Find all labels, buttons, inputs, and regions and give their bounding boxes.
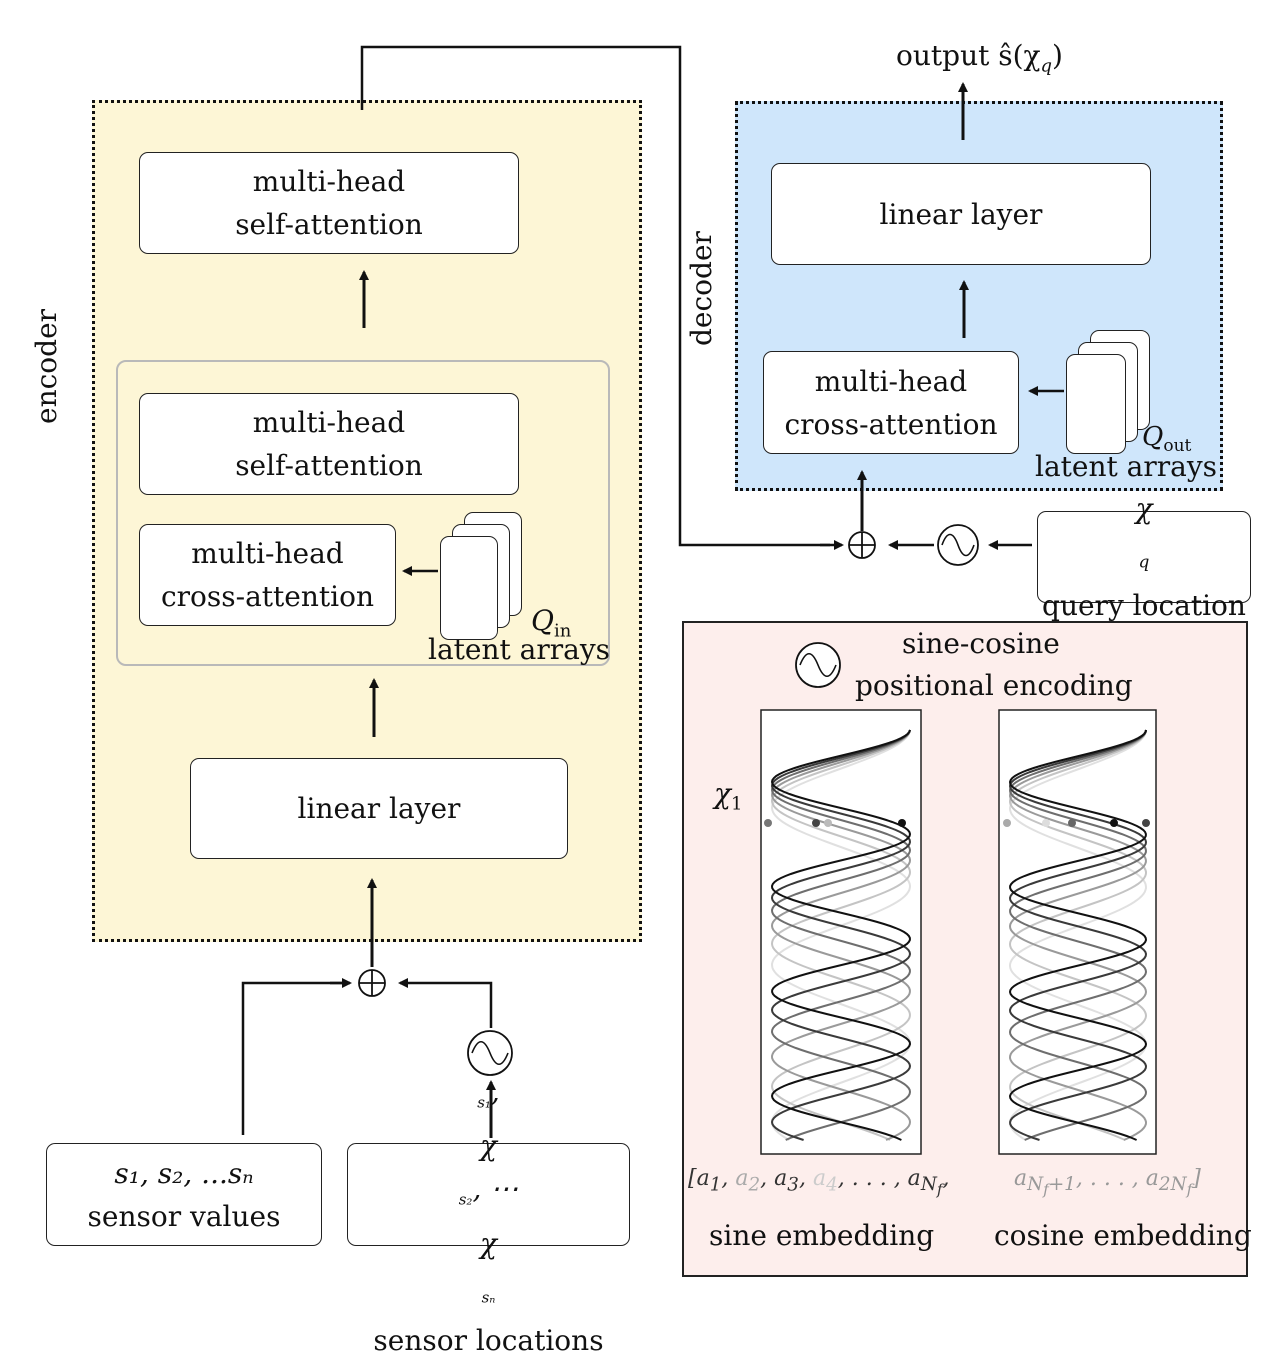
connectors-overlay [241,45,1157,1155]
wave-line [770,729,912,1141]
sample-point [824,819,832,827]
sample-point [1042,819,1050,827]
cosine-embedding-label: cosine embedding [994,1219,1252,1252]
chi-1-label: χ1 [714,777,743,815]
sensor-values-label: sensor values [87,1199,281,1233]
q-out-label: Qout [1142,422,1192,457]
encoder-sum-icon [358,969,386,997]
encoder-to-decoder-connector [360,45,830,547]
decoder-latent-arrays-label: latent arrays [1035,450,1217,483]
sine-plot-frame [760,709,922,1155]
latent-array-card [440,536,498,640]
encoder-self-attention-inner: multi-head self-attention [139,393,519,495]
sample-point [898,819,906,827]
encoder-linear-layer: linear layer [190,758,568,859]
sample-point [764,819,772,827]
wave-line [770,729,912,1141]
sine-wave-icon [467,1030,513,1076]
sine-waves [770,729,912,1141]
decoder-linear-layer: linear layer [771,163,1151,265]
q-in-label: Qin [531,604,572,642]
sensor-values-connector [241,981,344,1135]
wave-line [1008,729,1148,1141]
query-location-label: query location [1042,589,1246,623]
block-line1: multi-head [814,364,968,398]
sensor-values-math: s₁, s₂, ...sₙ [114,1156,254,1190]
sample-point [812,819,820,827]
cosine-coefficients: aNf+1, . . . , a2Nf] [1014,1166,1201,1200]
block-line1: multi-head [191,537,344,570]
block-line2: self-attention [235,449,423,482]
cosine-plot-frame [998,709,1157,1155]
sample-point [1003,819,1011,827]
block-line1: multi-head [252,406,406,439]
encoder-cross-attention-group [116,360,610,666]
output-label: output ŝ(χq) [896,39,1063,77]
wave-line [1008,729,1148,1141]
sine-wave-icon [795,642,841,688]
sample-point [1068,819,1076,827]
sample-point [1110,819,1118,827]
sine-embedding-label: sine embedding [709,1219,935,1252]
pe-title-line1: sine-cosine [902,627,1060,660]
wave-line [770,729,912,1141]
encoder-cross-attention: multi-head cross-attention [139,524,396,626]
sensor-values-box: s₁, s₂, ...sₙ sensor values [46,1143,322,1246]
wave-line [1008,729,1148,1141]
block-text: linear layer [297,792,461,825]
block-line1: multi-head [252,165,406,198]
latent-array-card [1066,354,1126,454]
block-line2: cross-attention [784,407,998,441]
sample-dots [764,819,1150,827]
wave-line [1008,729,1148,1141]
sample-point [1142,819,1150,827]
block-line2: self-attention [235,208,423,241]
block-text: linear layer [879,197,1043,231]
sine-coefficients: [a1, a2, a3, a4, . . . , aNf, [688,1166,950,1200]
wave-line [770,729,912,1141]
encoder-latent-arrays-label: latent arrays [428,633,610,666]
decoder-sum-icon [848,531,876,559]
encoder-self-attention-top: multi-head self-attention [139,152,519,254]
pe-to-sum-connector [420,981,493,1028]
wave-line [770,729,912,1141]
sine-wave-icon [937,524,979,566]
block-line2: cross-attention [160,580,375,613]
pe-title-line2: positional encoding [855,669,1133,702]
cosine-waves [1008,729,1148,1141]
sensor-locations-label: sensor locations [373,1324,604,1358]
sensor-locations-math: χs₁, χs₂, ⋯ χsₙ [458,1032,519,1307]
decoder-cross-attention: multi-head cross-attention [763,351,1019,454]
